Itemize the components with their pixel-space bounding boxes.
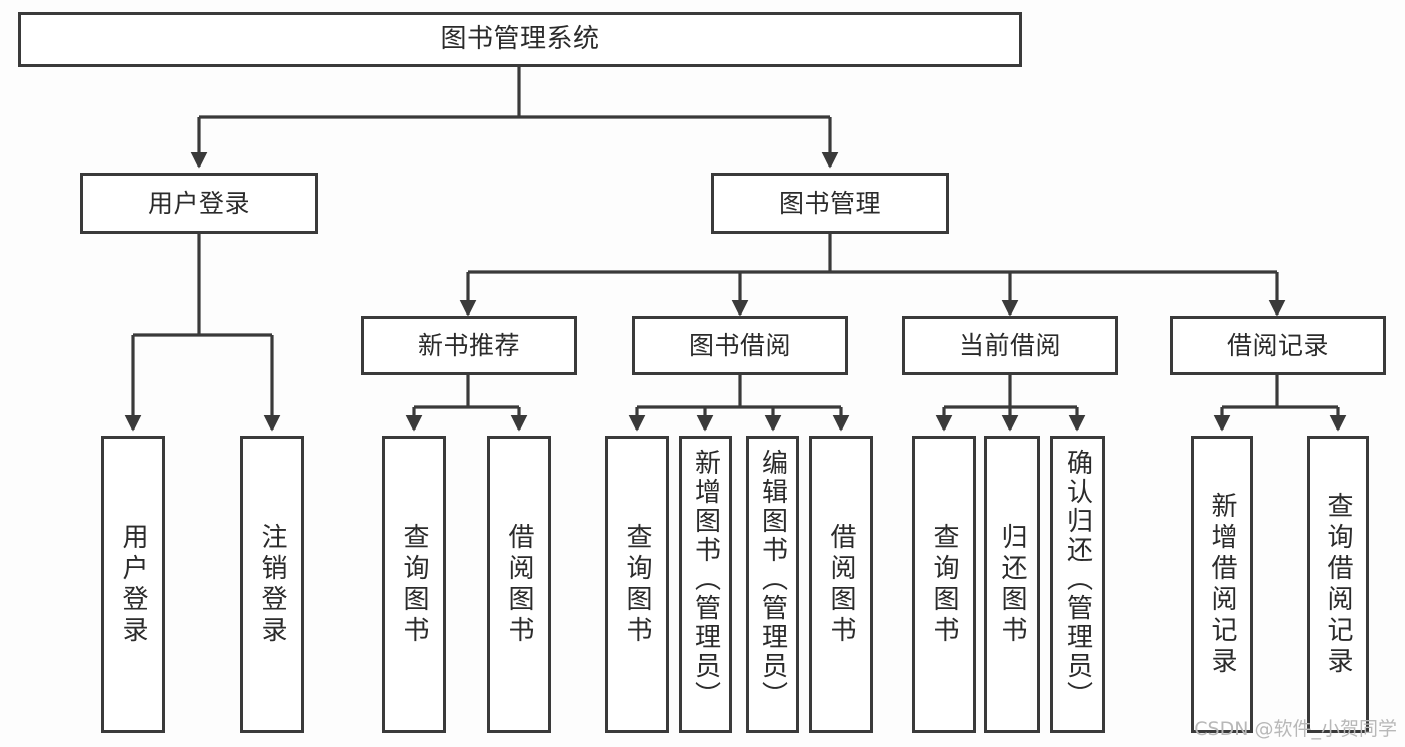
node-label: 注销登录 xyxy=(257,522,287,647)
leaf-logout[interactable]: 注销登录 xyxy=(240,436,304,733)
node-label: 查询图书 xyxy=(399,522,429,647)
node-label: 新增借阅记录 xyxy=(1207,491,1237,678)
csdn-watermark: CSDN @软件_小贺同学 xyxy=(1194,718,1397,740)
leaf-add-book-admin[interactable]: 新增图书（管理员） xyxy=(679,436,732,733)
node-label: 归还图书 xyxy=(997,522,1027,647)
node-book-management[interactable]: 图书管理 xyxy=(711,173,949,234)
node-label: 查询图书 xyxy=(622,522,652,647)
leaf-query-book-borrow[interactable]: 查询图书 xyxy=(605,436,669,733)
node-label: 新增图书（管理员） xyxy=(690,449,721,710)
node-label: 图书管理 xyxy=(778,188,881,218)
leaf-query-borrow-record[interactable]: 查询借阅记录 xyxy=(1307,436,1369,733)
node-label: 借阅图书 xyxy=(826,522,856,647)
leaf-confirm-return-admin[interactable]: 确认归还（管理员） xyxy=(1050,436,1105,733)
leaf-edit-book-admin[interactable]: 编辑图书（管理员） xyxy=(746,436,799,733)
node-label: 查询借阅记录 xyxy=(1323,491,1353,678)
leaf-user-login[interactable]: 用户登录 xyxy=(101,436,165,733)
node-new-book-recommend[interactable]: 新书推荐 xyxy=(361,316,577,375)
leaf-borrow-book[interactable]: 借阅图书 xyxy=(809,436,873,733)
node-book-borrow[interactable]: 图书借阅 xyxy=(632,316,848,375)
node-label: 用户登录 xyxy=(147,188,250,218)
node-label: 当前借阅 xyxy=(958,330,1061,360)
leaf-return-book[interactable]: 归还图书 xyxy=(984,436,1040,733)
node-label: 借阅记录 xyxy=(1226,330,1329,360)
node-label: 图书管理系统 xyxy=(440,23,600,54)
node-label: 新书推荐 xyxy=(417,330,520,360)
node-current-borrow[interactable]: 当前借阅 xyxy=(902,316,1118,375)
node-label: 查询图书 xyxy=(929,522,959,647)
leaf-query-book-current[interactable]: 查询图书 xyxy=(912,436,976,733)
node-borrow-record[interactable]: 借阅记录 xyxy=(1170,316,1386,375)
node-label: 用户登录 xyxy=(118,522,148,647)
node-label: 编辑图书（管理员） xyxy=(757,449,788,710)
node-root-system[interactable]: 图书管理系统 xyxy=(18,12,1022,67)
node-user-login[interactable]: 用户登录 xyxy=(80,173,318,234)
node-label: 借阅图书 xyxy=(504,522,534,647)
leaf-query-book-new[interactable]: 查询图书 xyxy=(382,436,446,733)
leaf-borrow-book-new[interactable]: 借阅图书 xyxy=(487,436,551,733)
leaf-add-borrow-record[interactable]: 新增借阅记录 xyxy=(1191,436,1253,733)
node-label: 图书借阅 xyxy=(688,330,791,360)
node-label: 确认归还（管理员） xyxy=(1062,449,1093,710)
